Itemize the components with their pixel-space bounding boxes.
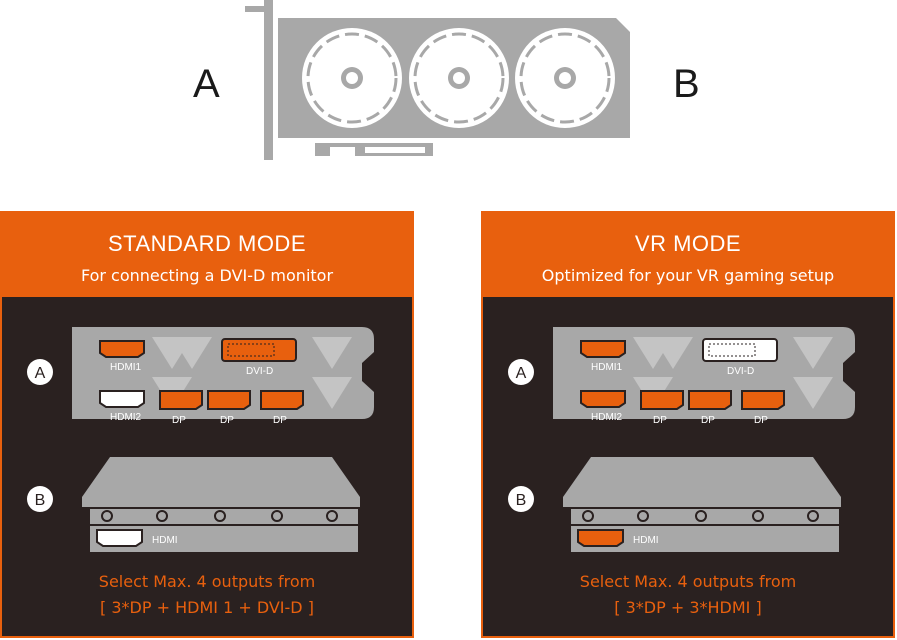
svg-text:HDMI: HDMI (633, 535, 659, 546)
hdmi1-port: HDMI1 (580, 340, 626, 373)
panel-subtitle: Optimized for your VR gaming setup (541, 266, 835, 285)
side-b-label: B (673, 62, 700, 106)
fan-icon (409, 28, 509, 128)
marker-b-badge: B (508, 486, 534, 512)
dvi-d-port: DVI-D (221, 338, 297, 377)
svg-text:DP: DP (220, 415, 234, 426)
dvi-d-port: DVI-D (702, 338, 778, 377)
dp-port-1: DP (159, 390, 203, 426)
hdmi1-label: HDMI1 (110, 362, 142, 373)
output-note-line2: [ 3*DP + 3*HDMI ] (614, 598, 762, 617)
svg-text:A: A (516, 365, 527, 382)
output-note-line1: Select Max. 4 outputs from (579, 572, 797, 591)
panel-title: STANDARD MODE (108, 231, 306, 256)
dvi-d-label: DVI-D (246, 366, 273, 377)
svg-text:DP: DP (701, 415, 715, 426)
graphics-card-illustration (245, 0, 630, 160)
hdmi-b-port: HDMI (577, 529, 659, 547)
svg-text:DVI-D: DVI-D (727, 366, 754, 377)
side-a-label: A (193, 62, 220, 106)
panel-subtitle: For connecting a DVI-D monitor (80, 266, 334, 285)
dp-port-2: DP (688, 390, 732, 426)
panel-header: VR MODE Optimized for your VR gaming set… (483, 213, 893, 297)
dp-port-3: DP (741, 390, 785, 426)
panel-title: VR MODE (634, 231, 742, 256)
standard-mode-panel: STANDARD MODE For connecting a DVI-D mon… (0, 211, 414, 638)
hdmi-b-label: HDMI (152, 535, 178, 546)
hdmi2-label: HDMI2 (110, 412, 142, 423)
fan-icon (515, 28, 615, 128)
svg-text:HDMI2: HDMI2 (591, 412, 623, 423)
dp-port-3: DP (260, 390, 304, 426)
svg-text:DP: DP (653, 415, 667, 426)
marker-b-badge: B (27, 486, 53, 512)
svg-text:DP: DP (172, 415, 186, 426)
port-layout-diagram: A HDMI1 DVI-D HDMI2 DP DP DP (27, 327, 374, 552)
hdmi2-port: HDMI2 (99, 390, 145, 423)
card-bracket (264, 0, 273, 160)
output-note-line1: Select Max. 4 outputs from (98, 572, 316, 591)
panel-header: STANDARD MODE For connecting a DVI-D mon… (2, 213, 412, 297)
dp-port-2: DP (207, 390, 251, 426)
marker-a-badge: A (508, 359, 534, 385)
marker-a-badge: A (27, 359, 53, 385)
svg-text:DP: DP (273, 415, 287, 426)
io-bracket-b (563, 457, 841, 552)
svg-text:HDMI1: HDMI1 (591, 362, 623, 373)
svg-text:DP: DP (754, 415, 768, 426)
hdmi-b-port: HDMI (96, 529, 178, 547)
bracket-tab (245, 6, 273, 12)
dp-port-1: DP (640, 390, 684, 426)
vr-mode-panel: VR MODE Optimized for your VR gaming set… (481, 211, 895, 638)
hdmi1-port: HDMI1 (99, 340, 145, 373)
svg-text:B: B (35, 492, 46, 509)
port-layout-diagram: A HDMI1 DVI-D HDMI2 DP DP DP (508, 327, 855, 552)
svg-text:B: B (516, 492, 527, 509)
hdmi2-port: HDMI2 (580, 390, 626, 423)
fan-icon (302, 28, 402, 128)
marker-a-text: A (35, 365, 46, 382)
output-note-line2: [ 3*DP + HDMI 1 + DVI-D ] (100, 598, 314, 617)
